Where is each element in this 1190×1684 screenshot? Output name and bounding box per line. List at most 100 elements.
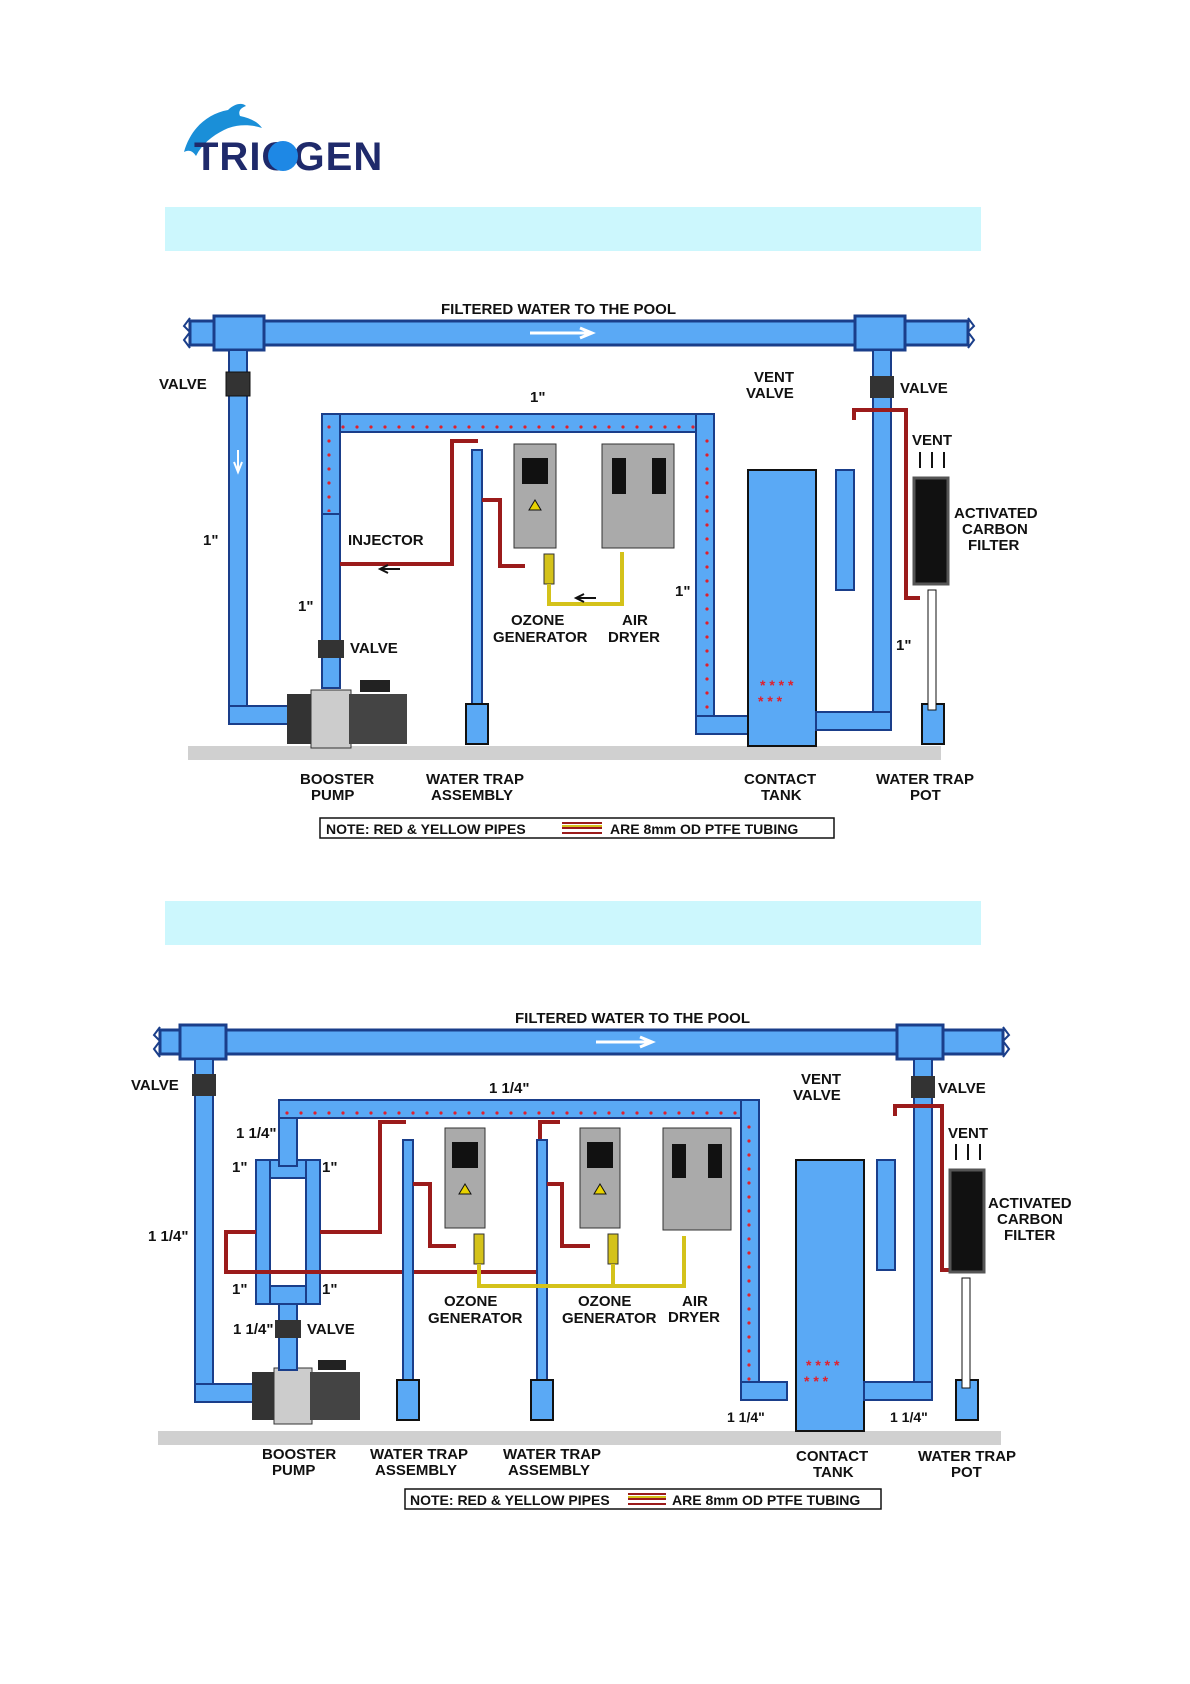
label-water-trap-2-2: ASSEMBLY bbox=[508, 1462, 590, 1479]
section-banner-2 bbox=[165, 901, 981, 945]
note-tube-swatch bbox=[562, 822, 602, 834]
down-arrow-left bbox=[233, 450, 243, 475]
svg-text:* * *: * * * bbox=[758, 693, 783, 709]
tank-inlet bbox=[740, 1381, 788, 1401]
booster-pump bbox=[287, 680, 407, 749]
carbon-filter-label-2: CARBON bbox=[997, 1211, 1063, 1228]
section-banner-1 bbox=[165, 207, 981, 251]
size-branch-bl-label: 1" bbox=[232, 1281, 247, 1298]
main-pipe-label: FILTERED WATER TO THE POOL bbox=[441, 301, 676, 318]
carbon-filter-label-1: ACTIVATED bbox=[954, 505, 1038, 522]
red-tube-vent bbox=[893, 1104, 956, 1272]
ozone-generator-2-label-2: GENERATOR bbox=[562, 1310, 657, 1327]
air-dryer-unit bbox=[662, 1127, 732, 1231]
label-water-trap-1-1: WATER TRAP bbox=[370, 1446, 468, 1463]
diagram-single-generator: FILTERED WATER TO THE POOL VALVE 1" VALV… bbox=[159, 301, 1038, 839]
logo-dot bbox=[268, 141, 298, 171]
ozone-generator-2-unit bbox=[579, 1127, 621, 1229]
left-pipe-bottom bbox=[194, 1383, 256, 1403]
label-booster-pump-2: PUMP bbox=[272, 1462, 315, 1479]
right-pipe bbox=[913, 1058, 933, 1400]
floor bbox=[188, 746, 941, 760]
air-dryer-label-2: DRYER bbox=[608, 629, 660, 646]
main-pipe-label: FILTERED WATER TO THE POOL bbox=[515, 1010, 750, 1027]
label-booster-pump-1: BOOSTER bbox=[300, 771, 374, 788]
vent-valve-label-2: VALVE bbox=[746, 385, 794, 402]
pot-pipe bbox=[927, 589, 937, 711]
label-water-trap-pot-2: POT bbox=[951, 1464, 982, 1481]
vent-column bbox=[876, 1159, 896, 1271]
left-pipe bbox=[194, 1058, 214, 1400]
valve-right-label: VALVE bbox=[938, 1080, 986, 1097]
valve-right-label: VALVE bbox=[900, 380, 948, 397]
triogen-logo: TRIOGEN bbox=[184, 103, 382, 179]
water-trap-2-pipe bbox=[536, 1139, 548, 1381]
size-top-label: 1" bbox=[530, 389, 545, 406]
water-trap-1-pipe bbox=[402, 1139, 414, 1381]
valve-right-icon bbox=[870, 376, 894, 398]
note-left: NOTE: RED & YELLOW PIPES bbox=[410, 1492, 610, 1508]
yellow-arrow bbox=[573, 593, 596, 603]
tank-outlet bbox=[863, 1381, 933, 1401]
pipe-break-left bbox=[182, 317, 192, 349]
injector-arrow bbox=[377, 564, 400, 574]
note-right: ARE 8mm OD PTFE TUBING bbox=[610, 821, 798, 837]
valve-left-label: VALVE bbox=[131, 1077, 179, 1094]
label-water-trap-2: ASSEMBLY bbox=[431, 787, 513, 804]
pipe-break-right bbox=[966, 317, 976, 349]
size-injector-label: 1" bbox=[298, 598, 313, 615]
floor bbox=[158, 1431, 1001, 1445]
main-pipe bbox=[158, 1028, 1005, 1056]
air-dryer-unit bbox=[601, 443, 675, 549]
label-booster-pump-1: BOOSTER bbox=[262, 1446, 336, 1463]
contact-tank bbox=[795, 1159, 865, 1432]
size-branch-br-label: 1" bbox=[322, 1281, 337, 1298]
label-contact-tank-2: TANK bbox=[813, 1464, 854, 1481]
size-right-label: 1" bbox=[896, 637, 911, 654]
size-branch-tl-label: 1" bbox=[232, 1159, 247, 1176]
tank-outlet bbox=[815, 711, 892, 731]
ozone-generator-unit bbox=[513, 443, 557, 549]
label-water-trap-pot-2: POT bbox=[910, 787, 941, 804]
label-water-trap-1: WATER TRAP bbox=[426, 771, 524, 788]
pipe-break-left bbox=[152, 1026, 162, 1058]
tee-right bbox=[853, 314, 907, 352]
ozone-generator-1-unit bbox=[444, 1127, 486, 1229]
carbon-filter-label-2: CARBON bbox=[962, 521, 1028, 538]
svg-text:* * * *: * * * * bbox=[760, 677, 794, 693]
water-trap-1-pot bbox=[396, 1379, 420, 1421]
valve-mid-icon bbox=[275, 1320, 301, 1338]
valve-mid-label: VALVE bbox=[307, 1321, 355, 1338]
red-tube-gen-1 bbox=[413, 1182, 456, 1248]
yellow-filter-2 bbox=[607, 1233, 619, 1265]
yellow-tube bbox=[547, 552, 624, 606]
red-tube-manifold bbox=[224, 1120, 560, 1274]
tee-left bbox=[212, 314, 266, 352]
yellow-tube bbox=[477, 1236, 686, 1288]
label-contact-tank-1: CONTACT bbox=[744, 771, 816, 788]
air-dryer-label-2: DRYER bbox=[668, 1309, 720, 1326]
branch-right bbox=[305, 1159, 321, 1305]
tee-left bbox=[178, 1023, 228, 1061]
size-valve-label: 1 1/4" bbox=[233, 1321, 273, 1338]
water-trap-2-pot bbox=[530, 1379, 554, 1421]
vent-valve-label-1: VENT bbox=[754, 369, 794, 386]
valve-left-icon bbox=[192, 1074, 216, 1096]
size-down-label: 1" bbox=[675, 583, 690, 600]
carbon-filter-label-3: FILTER bbox=[968, 537, 1020, 554]
red-tube-vent bbox=[852, 408, 920, 600]
tee-right bbox=[895, 1023, 945, 1061]
label-water-trap-pot-1: WATER TRAP bbox=[918, 1448, 1016, 1465]
ozone-generator-label-2: GENERATOR bbox=[493, 629, 588, 646]
vent-arrows bbox=[919, 452, 945, 468]
note-left: NOTE: RED & YELLOW PIPES bbox=[326, 821, 526, 837]
ozone-generator-2-label-1: OZONE bbox=[578, 1293, 631, 1310]
dolphin-icon bbox=[184, 103, 262, 156]
pot-pipe bbox=[961, 1277, 971, 1389]
booster-pump bbox=[252, 1360, 360, 1425]
vent-arrows bbox=[955, 1144, 981, 1160]
contact-tank bbox=[747, 469, 817, 747]
red-tube-injector bbox=[340, 439, 478, 566]
flow-arrow bbox=[596, 1035, 656, 1049]
